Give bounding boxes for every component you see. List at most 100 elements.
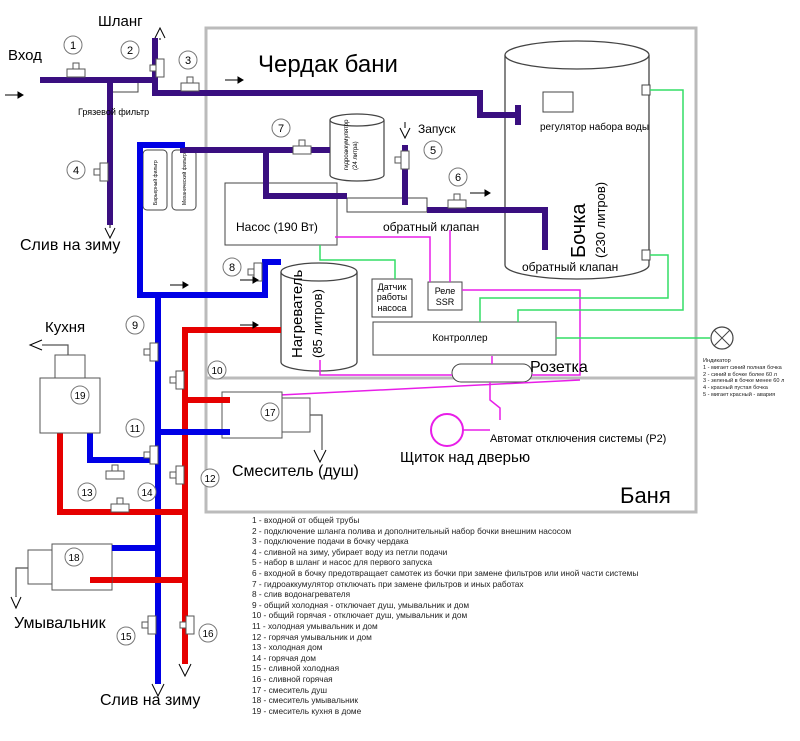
- valve-10[interactable]: [169, 370, 185, 390]
- indicator-title: Индикатор: [703, 358, 731, 364]
- barrel-tank: [504, 40, 650, 280]
- label-dirt-filter: Грязевой фильтр: [78, 107, 149, 117]
- valve-3[interactable]: [180, 76, 200, 92]
- svg-text:4: 4: [73, 165, 79, 177]
- valve-number-19: 19: [70, 385, 90, 405]
- label-inlet: Вход: [8, 47, 42, 64]
- breaker-symbol: [430, 413, 464, 447]
- legend-item: 8 - слив водонагревателя: [252, 589, 351, 600]
- svg-text:7: 7: [278, 123, 284, 135]
- svg-text:1: 1: [70, 40, 76, 52]
- svg-text:8: 8: [229, 262, 235, 274]
- valve-number-2: 2: [120, 40, 140, 60]
- label-controller: Контроллер: [432, 333, 488, 344]
- label-attic: Чердак бани: [258, 51, 398, 78]
- valve-1[interactable]: [66, 62, 86, 78]
- valve-number-16: 16: [198, 623, 218, 643]
- indicator-item: 3 - зеленый в бочке менее 60 л: [703, 378, 785, 385]
- legend-item: 2 - подключение шланга полива и дополнит…: [252, 525, 572, 536]
- accumulator-tank: [329, 113, 385, 182]
- controller-box: [372, 321, 557, 356]
- valve-number-3: 3: [178, 50, 198, 70]
- svg-text:6: 6: [455, 172, 461, 184]
- legend-item: 18 - смеситель умывальник: [252, 695, 359, 706]
- legend-item: 10 - общий горячая - отключает душ, умыв…: [252, 610, 468, 621]
- label-check-valve-1: обратный клапан: [383, 220, 479, 234]
- valve-number-7: 7: [271, 118, 291, 138]
- legend-item: 16 - сливной горячая: [252, 673, 333, 684]
- socket-box: [451, 363, 533, 383]
- svg-text:12: 12: [204, 474, 216, 485]
- label-barrel-volume: (230 литров): [593, 182, 608, 258]
- valve-legend: 1 - входной от общей трубы 2 - подключен…: [252, 515, 722, 716]
- valve-number-1: 1: [63, 35, 83, 55]
- svg-text:5: 5: [430, 145, 436, 157]
- valve-number-14: 14: [137, 482, 157, 502]
- valve-5[interactable]: [394, 150, 410, 170]
- heater-tank: [280, 262, 358, 372]
- label-pump-sensor-3: насоса: [377, 303, 406, 313]
- supply-pipes: [40, 38, 548, 250]
- barrel-sensor-top: [641, 84, 651, 96]
- legend-item: 5 - набор в шланг и насос для первого за…: [252, 557, 433, 568]
- legend-item: 15 - сливной холодная: [252, 663, 340, 674]
- svg-text:16: 16: [202, 629, 214, 640]
- svg-text:10: 10: [211, 366, 223, 377]
- svg-text:9: 9: [132, 320, 138, 332]
- bath-frame: [204, 376, 698, 514]
- label-filter-a: Барьерный фильтр: [152, 160, 159, 205]
- legend-item: 4 - сливной на зиму, убирает воду из пет…: [252, 546, 448, 557]
- legend-item: 1 - входной от общей трубы: [252, 515, 360, 525]
- legend-item: 17 - смеситель душ: [252, 684, 328, 695]
- svg-text:19: 19: [74, 391, 86, 402]
- valve-number-18: 18: [64, 547, 84, 567]
- legend-item: 6 - входной в бочку предотвращает самоте…: [252, 567, 639, 578]
- indicator-item: 5 - мигает красный - авария: [703, 391, 776, 398]
- label-kitchen: Кухня: [45, 319, 85, 336]
- svg-text:2: 2: [127, 45, 133, 57]
- svg-text:18: 18: [68, 553, 80, 564]
- label-washbasin: Умывальник: [14, 615, 107, 632]
- valve-number-15: 15: [116, 626, 136, 646]
- valve-15[interactable]: [141, 615, 157, 635]
- valve-7[interactable]: [292, 139, 312, 155]
- level-regulator: [542, 91, 574, 113]
- label-breaker: Автомат отключения системы (P2): [490, 433, 666, 445]
- label-relay-2: SSR: [436, 297, 455, 307]
- barrel-sensor-bottom: [641, 249, 651, 261]
- legend-item: 3 - подключение подачи в бочку чердака: [252, 536, 409, 547]
- valve-number-10: 10: [207, 360, 227, 380]
- relay-box: [427, 281, 463, 311]
- indicator-item: 4 - красный пустая бочка: [703, 385, 768, 392]
- valve-13[interactable]: [105, 464, 125, 480]
- label-winter-drain-bottom: Слив на зиму: [100, 692, 200, 709]
- pump-sensor-box: [371, 278, 413, 318]
- valve-12[interactable]: [169, 465, 185, 485]
- shower-mixer-unit: [221, 391, 323, 452]
- legend-item: 13 - холодная дом: [252, 642, 323, 653]
- valve-number-13: 13: [77, 482, 97, 502]
- legend-item: 14 - горячая дом: [252, 652, 316, 663]
- valve-number-5: 5: [423, 140, 443, 160]
- svg-text:3: 3: [185, 55, 191, 67]
- valve-4[interactable]: [93, 162, 109, 182]
- legend-item: 7 - гидроаккумулятор отключать при замен…: [252, 578, 524, 589]
- label-heater-volume: (85 литров): [310, 289, 325, 358]
- valve-number-9: 9: [125, 315, 145, 335]
- check-valve-box: [346, 197, 428, 213]
- valve-number-6: 6: [448, 167, 468, 187]
- label-barrel: Бочка: [568, 203, 590, 258]
- pump-box: [224, 182, 338, 246]
- indicator-lamp-icon: [710, 326, 734, 350]
- label-winter-drain-top: Слив на зиму: [20, 237, 120, 254]
- label-level-regulator: регулятор набора воды: [540, 121, 649, 133]
- label-hose: Шланг: [98, 13, 143, 30]
- label-start: Запуск: [418, 122, 456, 136]
- svg-text:11: 11: [130, 424, 141, 435]
- valve-9[interactable]: [143, 342, 159, 362]
- valve-6[interactable]: [447, 193, 467, 209]
- kitchen-mixer-unit: [35, 344, 101, 434]
- svg-text:14: 14: [141, 488, 153, 499]
- valve-14[interactable]: [110, 497, 130, 513]
